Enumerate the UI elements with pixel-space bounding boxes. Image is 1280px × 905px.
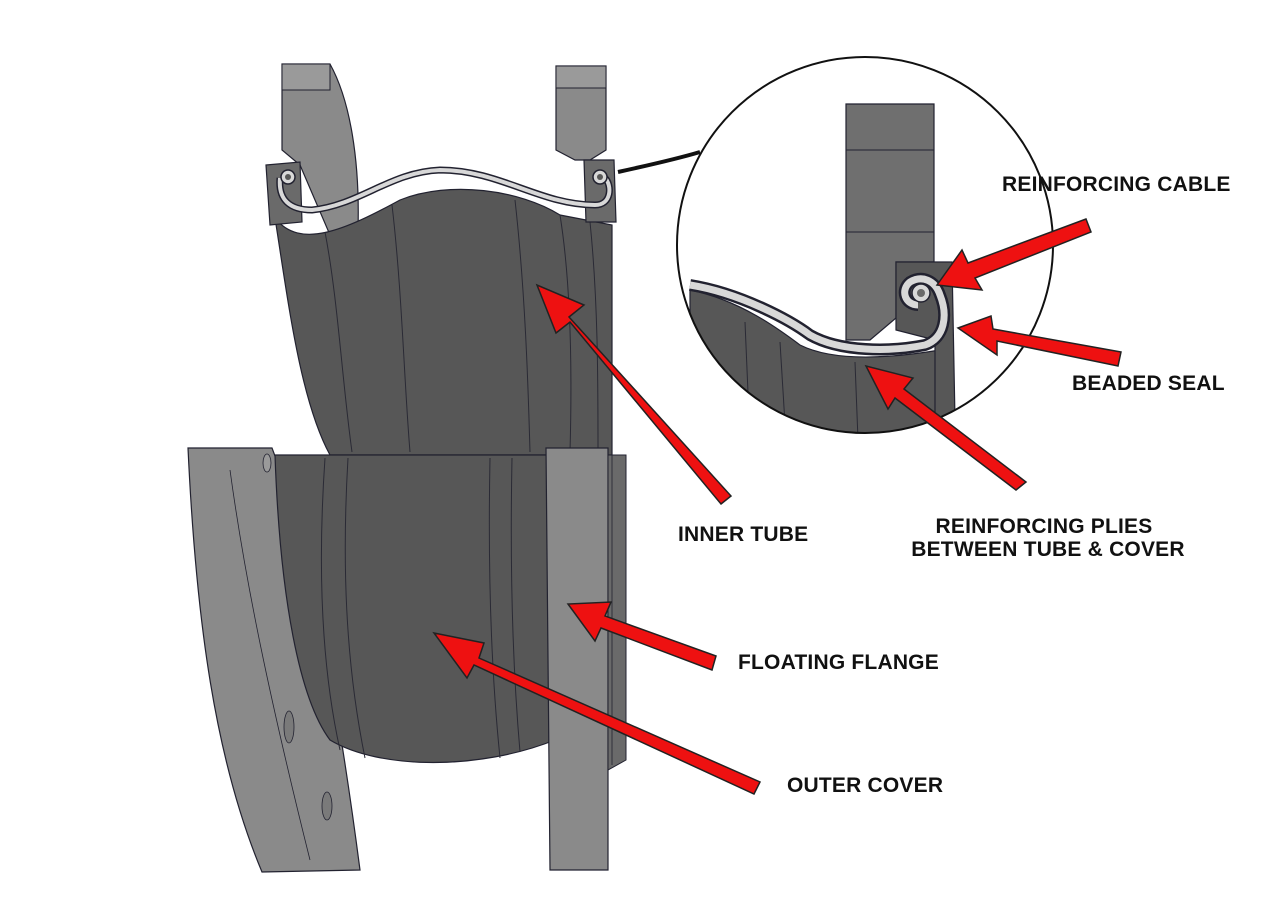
arrow-floating-flange [566,601,717,671]
floating-flange-right [545,447,609,871]
upper-cutaway-section [265,63,617,456]
arrow-outer-cover [432,631,762,795]
inner-tube-ribs [324,199,599,453]
arrow-reinforcing-plies [864,364,1028,491]
label-inner-tube: INNER TUBE [678,523,808,546]
label-beaded-seal: BEADED SEAL [1072,372,1225,395]
callout-arrows [432,218,1122,795]
callout-labels: INNER TUBE OUTER COVER FLOATING FLANGE R… [678,173,1231,797]
arrow-inner-tube [535,283,733,506]
label-floating-flange: FLOATING FLANGE [738,651,939,674]
label-reinforcing-cable: REINFORCING CABLE [1002,173,1231,196]
bolt-hole-2 [283,710,295,744]
label-reinforcing-plies-line2: BETWEEN TUBE & COVER [911,538,1185,561]
label-outer-cover: OUTER COVER [787,774,943,797]
outer-cover-ribs [320,457,521,759]
outer-cover-body [274,454,556,764]
detail-leader-line [617,150,701,174]
arrow-beaded-seal [956,314,1122,367]
lower-section [187,447,627,873]
bolt-hole-1 [262,453,272,473]
label-reinforcing-plies-line1: REINFORCING PLIES [936,515,1153,538]
detail-zoom-circle [676,56,1054,434]
arrow-reinforcing-cable [935,218,1092,291]
bolt-hole-3 [321,791,333,821]
